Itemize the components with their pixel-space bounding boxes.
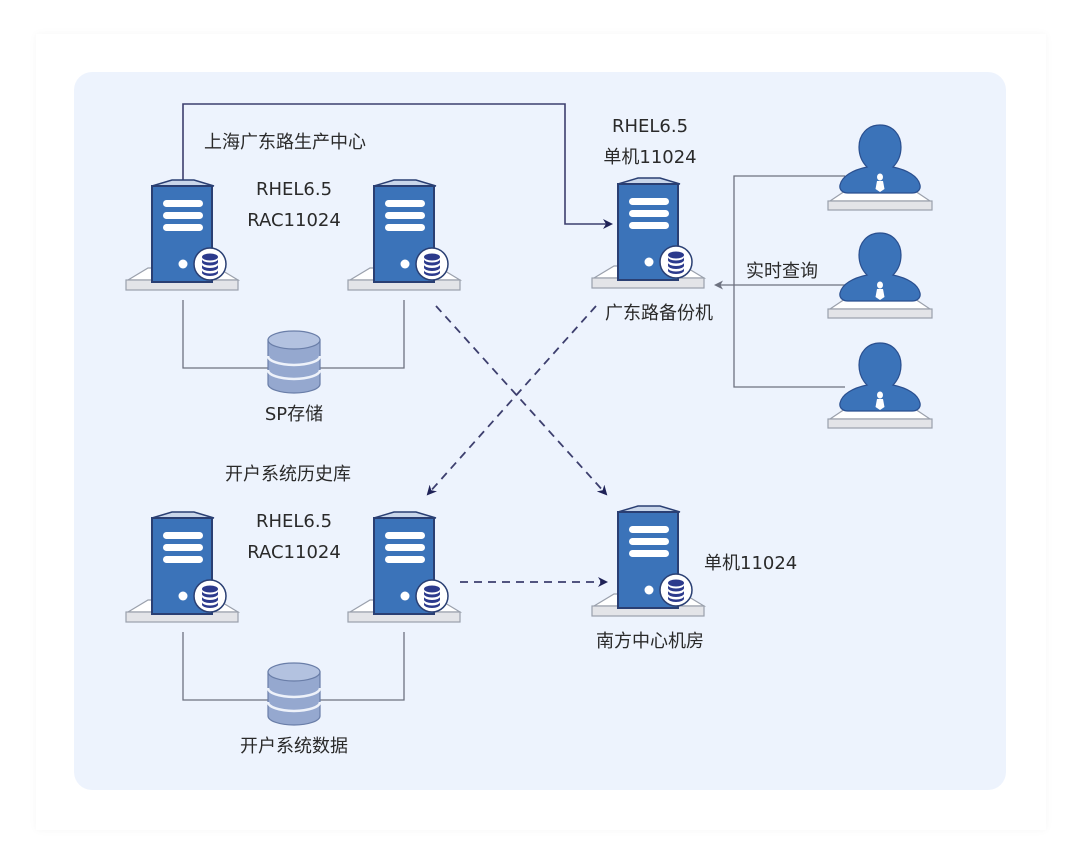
production-center-title: 上海广东路生产中心 xyxy=(204,132,366,153)
sp-storage-label: SP存储 xyxy=(264,404,324,425)
replication-line-prod-to-backup xyxy=(182,103,613,229)
user-icon-1[interactable] xyxy=(827,124,933,211)
user-icon-3[interactable] xyxy=(827,342,933,429)
storage-icon-history-data[interactable] xyxy=(266,661,322,727)
production-os-label: RHEL6.5 xyxy=(255,179,333,200)
production-db-label: RAC11024 xyxy=(247,210,341,231)
server-icon-history-node1[interactable] xyxy=(125,511,239,623)
backup-machine-label: 广东路备份机 xyxy=(605,303,713,324)
dashed-arrow-prod-to-south xyxy=(435,305,608,496)
server-icon-history-node2[interactable] xyxy=(347,511,461,623)
server-icon-south[interactable] xyxy=(591,505,705,617)
storage-icon-sp[interactable] xyxy=(266,329,322,395)
backup-db-label: 单机11024 xyxy=(603,147,697,168)
server-icon-prod-node2[interactable] xyxy=(347,179,461,291)
users-bracket xyxy=(733,175,845,388)
user-icon-2[interactable] xyxy=(827,232,933,319)
backup-os-label: RHEL6.5 xyxy=(611,116,689,137)
history-storage-label: 开户系统数据 xyxy=(240,736,348,757)
history-db-label: RAC11024 xyxy=(247,542,341,563)
south-db-label: 单机11024 xyxy=(704,553,798,574)
history-db-title: 开户系统历史库 xyxy=(225,464,351,485)
south-center-label: 南方中心机房 xyxy=(596,631,704,652)
server-icon-prod-node1[interactable] xyxy=(125,179,239,291)
history-os-label: RHEL6.5 xyxy=(255,511,333,532)
dashed-arrow-backup-to-history xyxy=(426,305,597,496)
realtime-query-label: 实时查询 xyxy=(746,261,818,282)
server-icon-backup[interactable] xyxy=(591,177,705,289)
